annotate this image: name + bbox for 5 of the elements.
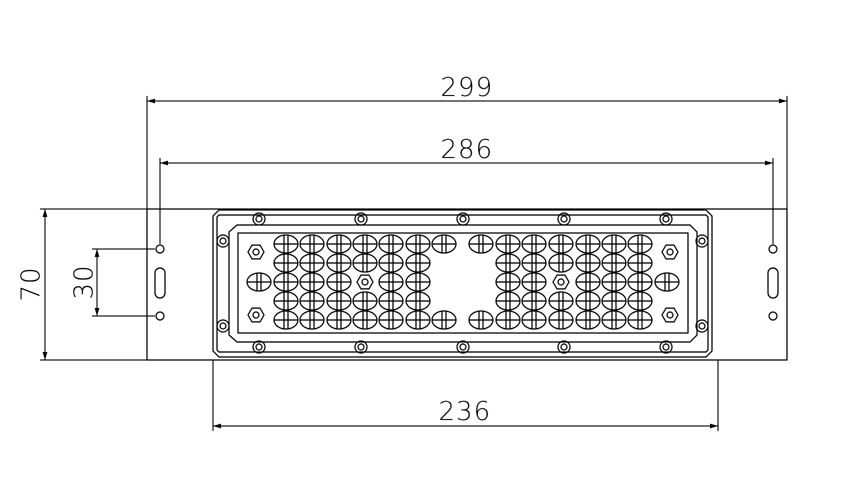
dimension-label: 286 xyxy=(440,137,494,163)
dimension-label: 30 xyxy=(71,264,98,300)
dimension-label: 70 xyxy=(18,266,44,302)
dimension-label: 299 xyxy=(440,75,494,101)
dimension-label: 236 xyxy=(438,399,492,425)
